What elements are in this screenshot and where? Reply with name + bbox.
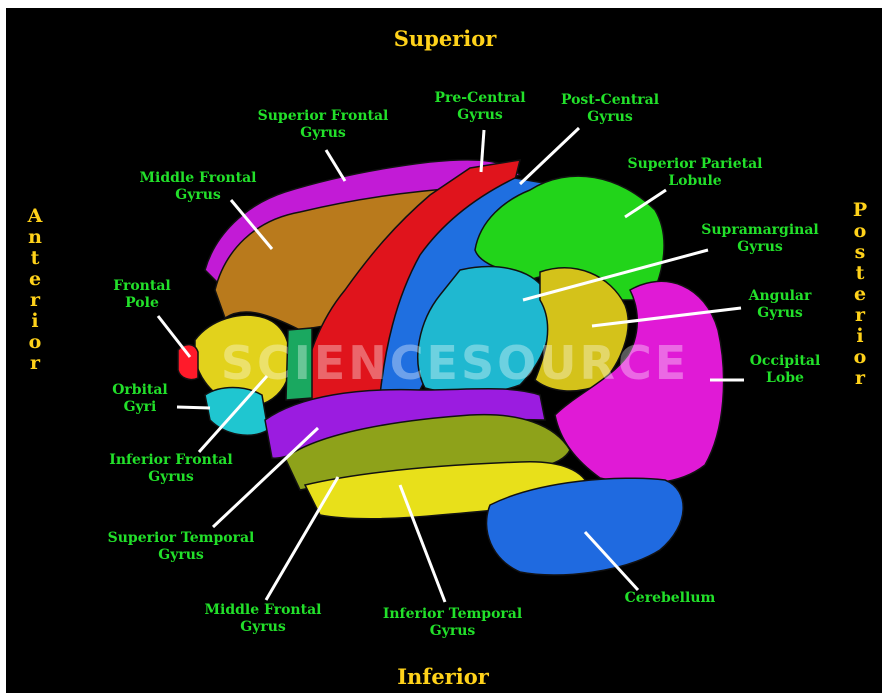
label-post-central-gyrus: Post-Central Gyrus xyxy=(545,92,675,126)
label-posterior: Posterior xyxy=(848,200,872,389)
leader-orbital xyxy=(177,407,210,408)
label-pre-central-gyrus: Pre-Central Gyrus xyxy=(420,90,540,124)
label-cerebellum: Cerebellum xyxy=(615,590,725,607)
label-middle-frontal-gyrus-top: Middle Frontal Gyrus xyxy=(128,170,268,204)
watermark: SCIENCESOURCE xyxy=(185,336,725,390)
label-supramarginal-gyrus: Supramarginal Gyrus xyxy=(690,222,830,256)
leader-post-central xyxy=(520,128,579,184)
leader-middle-frontal-bottom xyxy=(266,477,338,600)
label-superior-frontal-gyrus: Superior Frontal Gyrus xyxy=(248,108,398,142)
label-anterior: Anterior xyxy=(23,206,47,374)
label-angular-gyrus: Angular Gyrus xyxy=(730,288,830,322)
label-superior: Superior xyxy=(380,26,510,51)
label-orbital-gyri: Orbital Gyri xyxy=(100,382,180,416)
label-inferior-frontal-gyrus: Inferior Frontal Gyrus xyxy=(96,452,246,486)
label-superior-parietal-lobule: Superior Parietal Lobule xyxy=(620,156,770,190)
label-occipital-lobe: Occipital Lobe xyxy=(735,353,835,387)
label-middle-frontal-gyrus-bottom: Middle Frontal Gyrus xyxy=(188,602,338,636)
label-inferior-temporal-gyrus: Inferior Temporal Gyrus xyxy=(370,606,535,640)
leader-superior-frontal xyxy=(326,150,345,181)
label-superior-temporal-gyrus: Superior Temporal Gyrus xyxy=(96,530,266,564)
label-frontal-pole: Frontal Pole xyxy=(102,278,182,312)
label-inferior: Inferior xyxy=(378,664,508,689)
